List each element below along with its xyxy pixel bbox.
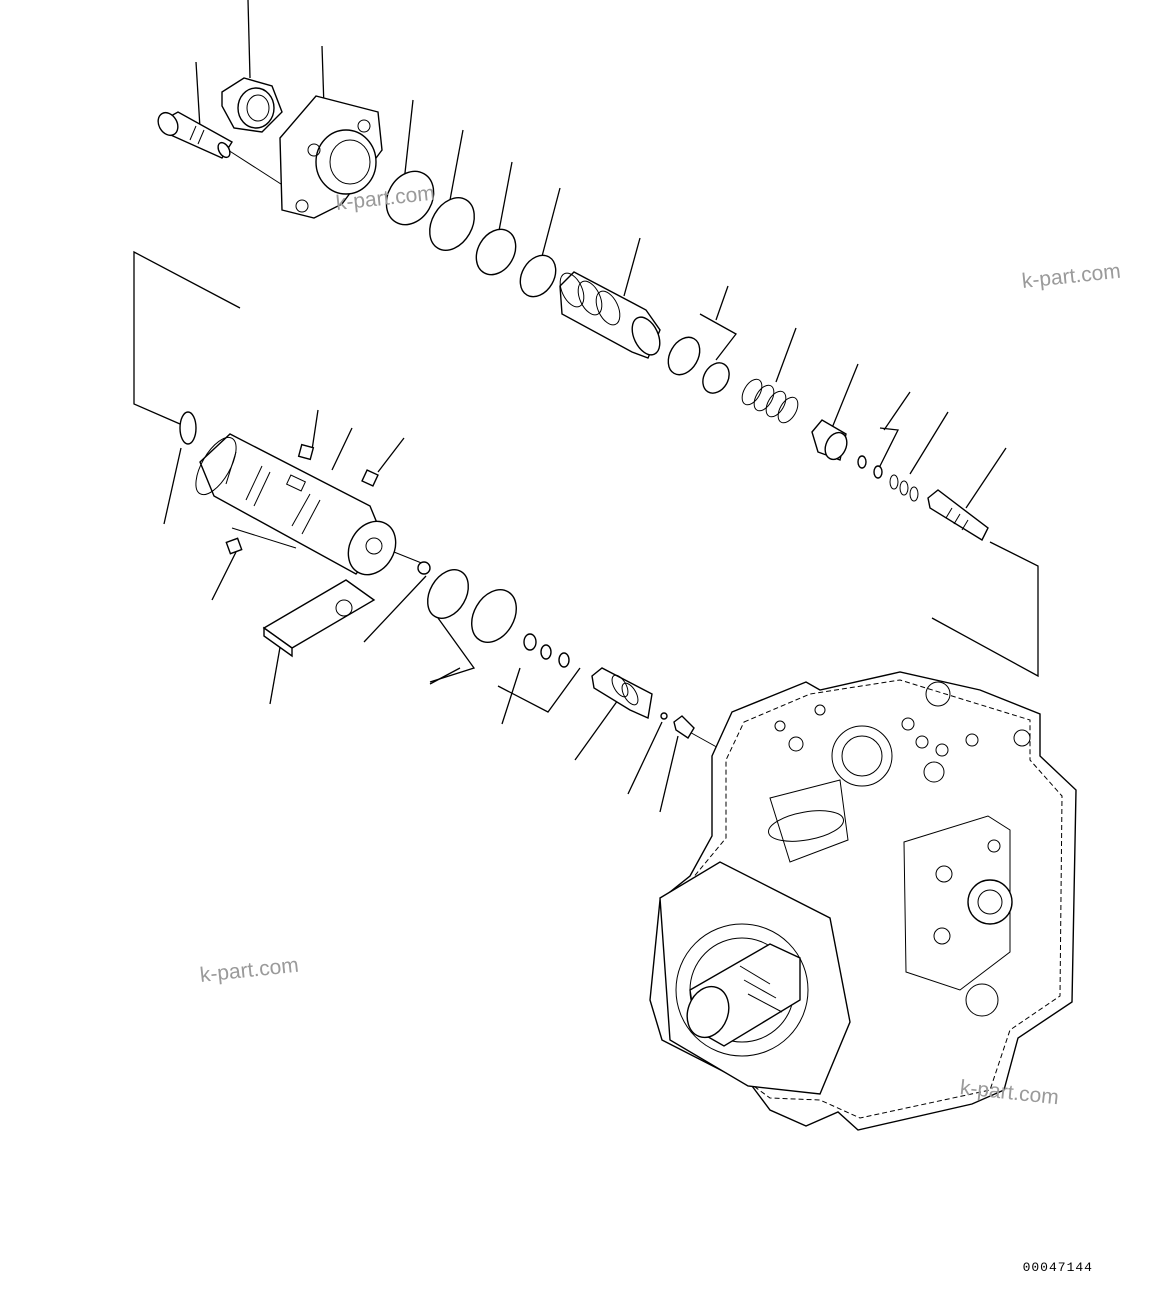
spool — [559, 271, 661, 359]
o-rings-upper — [385, 170, 557, 298]
pump-housing — [649, 671, 1077, 1131]
plugs — [225, 443, 431, 575]
hex-nut — [221, 77, 283, 133]
valve-body — [179, 411, 397, 576]
leader-lines — [133, 0, 1039, 813]
flange — [279, 95, 383, 219]
adjust-screw — [927, 489, 989, 541]
seat — [811, 419, 848, 461]
o-rings-pair — [667, 336, 730, 394]
piston — [591, 667, 695, 739]
cap-screw — [157, 111, 233, 159]
reference-code: 00047144 — [1022, 1260, 1093, 1275]
spring — [741, 378, 799, 424]
o-rings-lower — [427, 569, 570, 668]
plate — [262, 579, 376, 658]
small-rings — [857, 455, 919, 502]
